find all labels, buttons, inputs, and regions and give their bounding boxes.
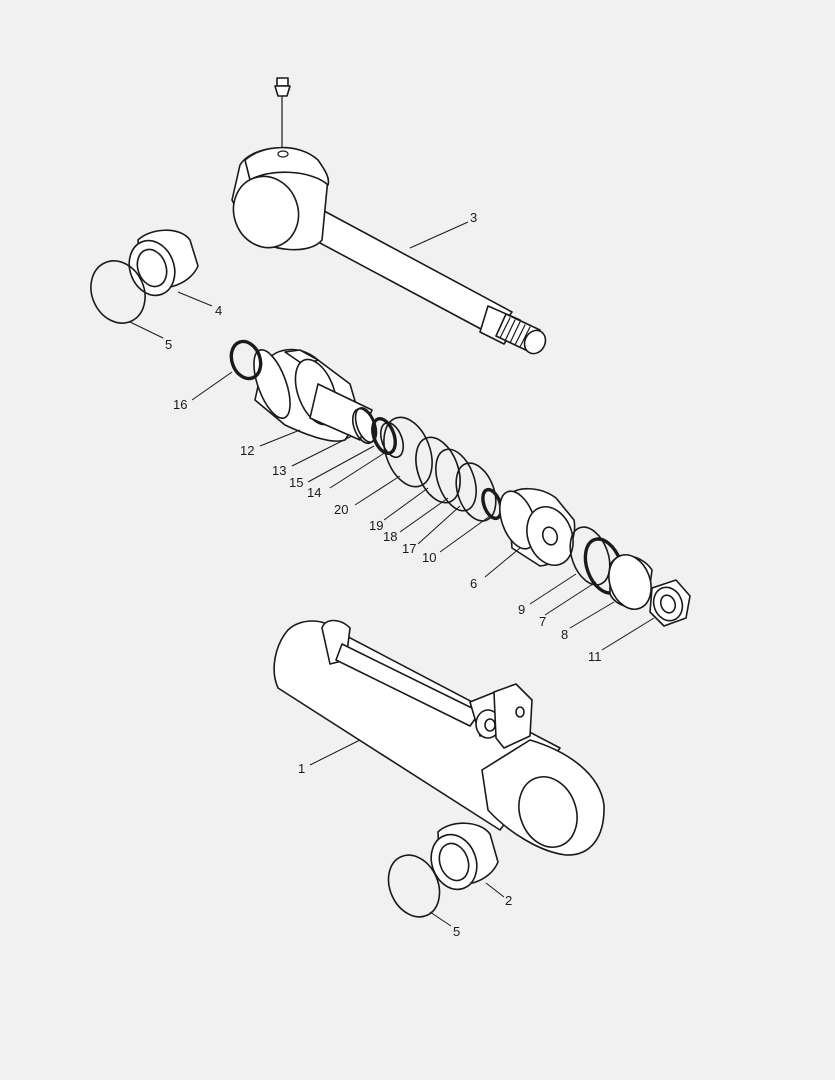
callout-16: 16	[173, 397, 187, 412]
callout-10: 10	[422, 550, 436, 565]
cylinder-barrel	[273, 619, 605, 856]
snap-ring-lower	[387, 854, 441, 918]
snap-ring-upper	[90, 260, 146, 324]
callout-1: 1	[298, 761, 305, 776]
ring-9	[569, 526, 611, 586]
grease-fitting	[274, 77, 291, 151]
bushing-lower	[430, 822, 499, 891]
ring-18	[435, 448, 477, 512]
callout-17: 17	[402, 541, 416, 556]
piston	[498, 487, 576, 567]
ring-20	[383, 416, 433, 488]
callout-20: 20	[334, 502, 348, 517]
callout-19: 19	[369, 518, 383, 533]
callout-11: 11	[588, 649, 602, 664]
callout-18: 18	[383, 529, 397, 544]
ring-16	[229, 339, 263, 381]
piston-rod	[231, 146, 547, 355]
callout-9: 9	[518, 602, 525, 617]
ring-14	[379, 421, 405, 459]
leader-lines	[129, 221, 655, 927]
callout-7: 7	[539, 614, 546, 629]
wear-band-8	[608, 554, 653, 610]
callout-14: 14	[307, 485, 321, 500]
bushing-upper	[128, 229, 199, 297]
callout-8: 8	[561, 627, 568, 642]
gland-head	[253, 348, 378, 443]
callout-6: 6	[470, 576, 477, 591]
ring-10	[481, 487, 503, 521]
callout-15: 15	[289, 475, 303, 490]
ring-19	[415, 436, 461, 504]
callouts: 1 2 3 4 5 5 6 7 8 9 10 11 12 13 14 15 16…	[165, 210, 602, 939]
callout-4: 4	[215, 303, 222, 318]
callout-2: 2	[505, 893, 512, 908]
callout-13: 13	[272, 463, 286, 478]
ring-15	[371, 417, 397, 455]
callout-3: 3	[470, 210, 477, 225]
lock-nut-11	[649, 579, 691, 627]
ring-17	[455, 462, 497, 522]
callout-5a: 5	[165, 337, 172, 352]
callout-5b: 5	[453, 924, 460, 939]
callout-12: 12	[240, 443, 254, 458]
